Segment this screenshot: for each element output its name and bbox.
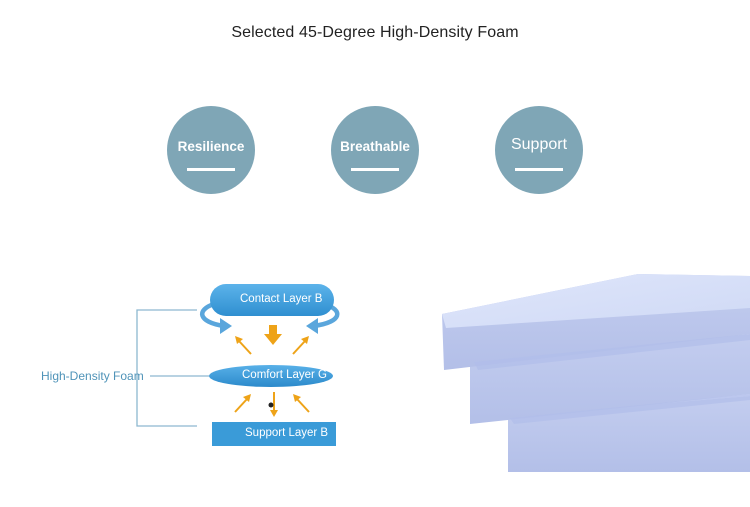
layer-diagram: High-Density Foam Contact Layer B Comfor… — [0, 270, 380, 460]
high-density-foam-label: High-Density Foam — [41, 369, 144, 383]
foam-block-top-face — [442, 274, 750, 328]
foam-shadow — [510, 394, 750, 424]
feature-underline — [187, 168, 235, 171]
contact-layer-label: Contact Layer B — [240, 293, 323, 305]
feature-label: Support — [510, 136, 568, 153]
page-title: Selected 45-Degree High-Density Foam — [231, 24, 519, 41]
comfort-layer-label: Comfort Layer G — [242, 369, 327, 381]
contact-layer-shape — [210, 284, 334, 316]
feature-badge-resilience: Resilience — [167, 106, 255, 194]
pressure-arrow-icon — [264, 325, 282, 345]
foam-blocks-image — [442, 274, 750, 472]
foam-bracket — [136, 309, 209, 427]
comfort-layer-shape — [209, 365, 333, 387]
support-layer-shape — [212, 422, 336, 446]
layer-diagram-graphic — [136, 284, 340, 446]
feature-badge-breathable: Breathable — [331, 106, 419, 194]
feature-underline — [515, 168, 563, 171]
feature-label: Breathable — [340, 139, 410, 154]
dispersion-arrows-icon — [235, 336, 309, 355]
arrowhead-icon — [220, 318, 232, 334]
pressure-point-icon — [268, 402, 274, 408]
support-layer-label: Support Layer B — [245, 427, 329, 439]
foam-shadow — [474, 334, 750, 370]
feature-badge-support: Support — [495, 106, 583, 194]
feature-underline — [351, 168, 399, 171]
feature-label: Resilience — [177, 139, 245, 154]
arrowhead-icon — [306, 318, 318, 334]
support-arrows-icon — [234, 392, 310, 417]
